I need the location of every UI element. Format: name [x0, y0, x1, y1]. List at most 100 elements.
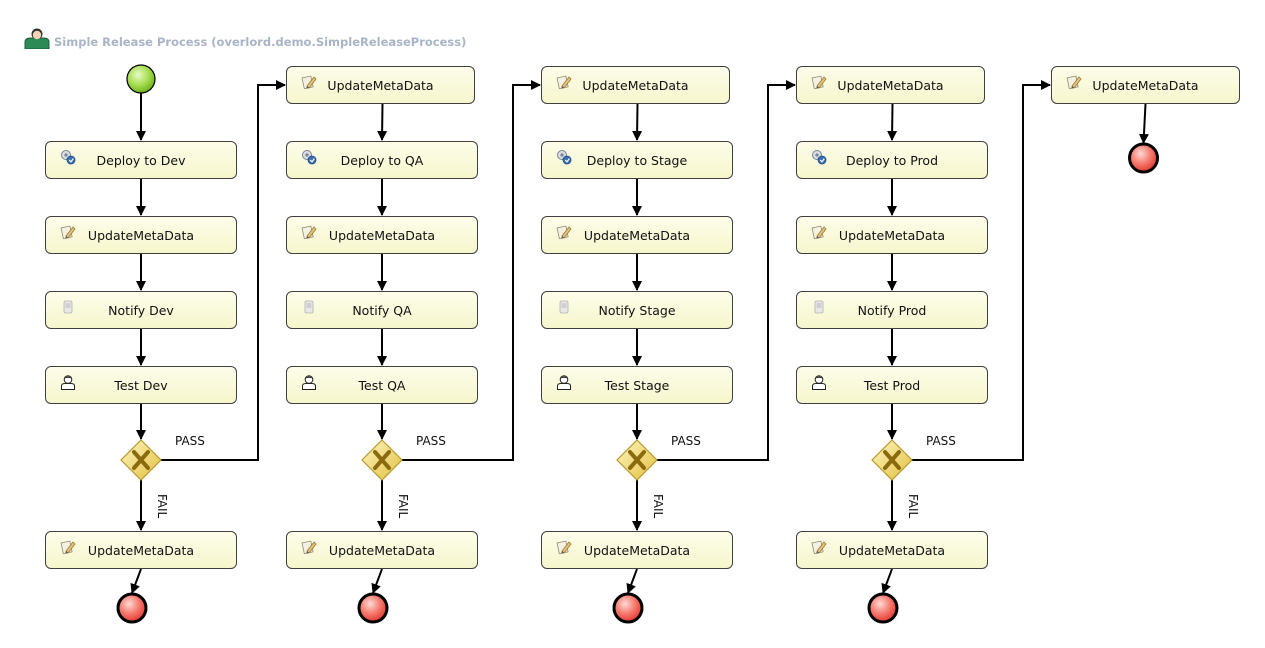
test-task-qa[interactable]: Test QA	[286, 366, 478, 404]
task-label: Notify Prod	[857, 302, 927, 318]
pass-label-prod: PASS	[926, 434, 956, 448]
fail-label-prod: FAIL	[906, 494, 920, 519]
deploy-task-qa[interactable]: Deploy to QA	[286, 141, 478, 179]
task-label: UpdateMetaData	[838, 542, 946, 558]
gateway-qa[interactable]	[361, 439, 403, 481]
update-metadata-task-dev[interactable]: UpdateMetaData	[45, 216, 237, 254]
fail-label-dev: FAIL	[155, 494, 169, 519]
exclusive-gateway-x-icon	[132, 450, 150, 470]
script-icon	[556, 224, 572, 240]
process-title: Simple Release Process (overlord.demo.Si…	[54, 35, 467, 49]
test-task-dev[interactable]: Test Dev	[45, 366, 237, 404]
exclusive-gateway-x-icon	[373, 450, 391, 470]
test-task-stage[interactable]: Test Stage	[541, 366, 733, 404]
update-metadata-task-stage[interactable]: UpdateMetaData	[541, 216, 733, 254]
script-icon	[556, 539, 572, 555]
deploy-task-stage[interactable]: Deploy to Stage	[541, 141, 733, 179]
end-event-fail-dev[interactable]	[116, 592, 148, 624]
fail-label-stage: FAIL	[651, 494, 665, 519]
deploy-task-prod[interactable]: Deploy to Prod	[796, 141, 988, 179]
task-label: Deploy to Dev	[96, 152, 186, 168]
task-label: UpdateMetaData	[583, 227, 691, 243]
task-label: Notify QA	[352, 302, 412, 318]
human-task-icon	[301, 374, 317, 390]
flow-pre-prod-to-deploy	[887, 103, 898, 141]
flow-fail-task-stage-to-end	[626, 568, 638, 594]
script-icon	[60, 539, 76, 555]
flow-pass-prod	[912, 80, 1051, 461]
task-label: Test Stage	[604, 377, 670, 393]
update-metadata-task-fail-prod[interactable]: UpdateMetaData	[796, 531, 988, 569]
update-metadata-task-fail-qa[interactable]: UpdateMetaData	[286, 531, 478, 569]
human-task-icon	[556, 374, 572, 390]
flow-nodes	[116, 64, 1159, 624]
script-icon	[556, 74, 572, 90]
task-label: UpdateMetaData	[87, 227, 195, 243]
script-icon	[301, 74, 317, 90]
gateway-stage[interactable]	[616, 439, 658, 481]
end-event-fail-stage[interactable]	[612, 592, 644, 624]
script-icon	[811, 224, 827, 240]
end-event-fail-prod[interactable]	[867, 592, 899, 624]
user-icon	[24, 28, 50, 49]
flow-pre-stage-to-deploy	[632, 103, 643, 141]
notify-task-dev[interactable]: Notify Dev	[45, 291, 237, 329]
flow-fail-task-prod-to-end	[881, 568, 893, 594]
task-label: UpdateMetaData	[328, 227, 436, 243]
task-label: UpdateMetaData	[838, 227, 946, 243]
task-label: UpdateMetaData	[582, 77, 689, 93]
gateway-prod[interactable]	[871, 439, 913, 481]
notify-icon	[301, 299, 317, 315]
script-icon	[301, 224, 317, 240]
update-metadata-task-pre-qa[interactable]: UpdateMetaData	[286, 66, 475, 104]
sequence-flows	[130, 80, 1149, 594]
task-label: Notify Stage	[598, 302, 676, 318]
deploy-icon	[811, 149, 827, 165]
flow-fail-task-qa-to-end	[371, 568, 383, 594]
process-header: Simple Release Process (overlord.demo.Si…	[24, 26, 466, 50]
flow-pass-stage	[657, 80, 796, 461]
update-metadata-task-fail-stage[interactable]: UpdateMetaData	[541, 531, 733, 569]
task-label: Test Dev	[114, 377, 168, 393]
notify-task-prod[interactable]: Notify Prod	[796, 291, 988, 329]
human-task-icon	[60, 374, 76, 390]
update-metadata-task-qa[interactable]: UpdateMetaData	[286, 216, 478, 254]
update-metadata-task-fail-dev[interactable]: UpdateMetaData	[45, 531, 237, 569]
task-label: UpdateMetaData	[837, 77, 944, 93]
task-label: UpdateMetaData	[87, 542, 195, 558]
human-task-icon	[811, 374, 827, 390]
update-metadata-task-prod[interactable]: UpdateMetaData	[796, 216, 988, 254]
task-label: UpdateMetaData	[583, 542, 691, 558]
flow-pass-dev	[161, 80, 286, 461]
task-label: Test Prod	[863, 377, 921, 393]
exclusive-gateway-x-icon	[883, 450, 901, 470]
update-metadata-task-final[interactable]: UpdateMetaData	[1051, 66, 1240, 104]
notify-task-stage[interactable]: Notify Stage	[541, 291, 733, 329]
notify-task-qa[interactable]: Notify QA	[286, 291, 478, 329]
task-label: UpdateMetaData	[1092, 77, 1199, 93]
flow-fail-task-dev-to-end	[130, 568, 142, 594]
task-label: UpdateMetaData	[327, 77, 434, 93]
gateway-dev[interactable]	[120, 439, 162, 481]
task-label: Deploy to Prod	[845, 152, 939, 168]
notify-icon	[60, 299, 76, 315]
script-icon	[301, 539, 317, 555]
end-event-fail-qa[interactable]	[357, 592, 389, 624]
update-metadata-task-pre-stage[interactable]: UpdateMetaData	[541, 66, 730, 104]
flow-pass-qa	[402, 80, 541, 461]
update-metadata-task-pre-prod[interactable]: UpdateMetaData	[796, 66, 985, 104]
fail-label-qa: FAIL	[396, 494, 410, 519]
start-event[interactable]	[126, 64, 156, 94]
task-label: Deploy to Stage	[586, 152, 688, 168]
pass-label-stage: PASS	[671, 434, 701, 448]
task-label: UpdateMetaData	[328, 542, 436, 558]
exclusive-gateway-x-icon	[628, 450, 646, 470]
end-event-final[interactable]	[1128, 142, 1159, 174]
task-label: Deploy to QA	[340, 152, 424, 168]
deploy-task-dev[interactable]: Deploy to Dev	[45, 141, 237, 179]
task-label: Test QA	[358, 377, 406, 393]
pass-label-dev: PASS	[175, 434, 205, 448]
test-task-prod[interactable]: Test Prod	[796, 366, 988, 404]
notify-icon	[556, 299, 572, 315]
